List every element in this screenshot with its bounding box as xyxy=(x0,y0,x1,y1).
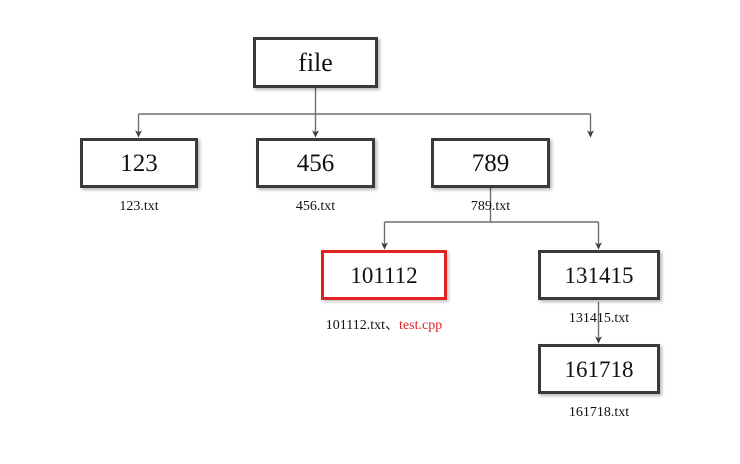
node-456-label: 456 xyxy=(296,149,335,177)
node-131415[interactable]: 131415 xyxy=(538,250,660,300)
caption-101112: 101112.txt、test.cpp xyxy=(304,314,464,334)
node-file-label: file xyxy=(298,47,333,77)
caption-161718: 161718.txt xyxy=(568,405,630,420)
node-161718-label: 161718 xyxy=(564,356,634,382)
caption-101112-separator: 、 xyxy=(385,318,400,333)
node-file[interactable]: file xyxy=(253,37,378,88)
node-161718[interactable]: 161718 xyxy=(538,344,660,394)
node-456[interactable]: 456 xyxy=(256,138,375,188)
node-789[interactable]: 789 xyxy=(431,138,550,188)
caption-101112-main: 101112.txt xyxy=(325,318,386,333)
node-789-label: 789 xyxy=(471,149,510,177)
caption-131415: 131415.txt xyxy=(568,311,630,326)
caption-101112-highlight: test.cpp xyxy=(399,318,443,333)
node-101112-label: 101112 xyxy=(350,262,418,288)
caption-456: 456.txt xyxy=(295,199,336,214)
node-101112[interactable]: 101112 xyxy=(321,250,447,300)
node-123[interactable]: 123 xyxy=(80,138,198,188)
caption-789: 789.txt xyxy=(470,199,511,214)
node-123-label: 123 xyxy=(120,149,158,177)
node-131415-label: 131415 xyxy=(564,262,634,288)
caption-123: 123.txt xyxy=(119,199,159,214)
